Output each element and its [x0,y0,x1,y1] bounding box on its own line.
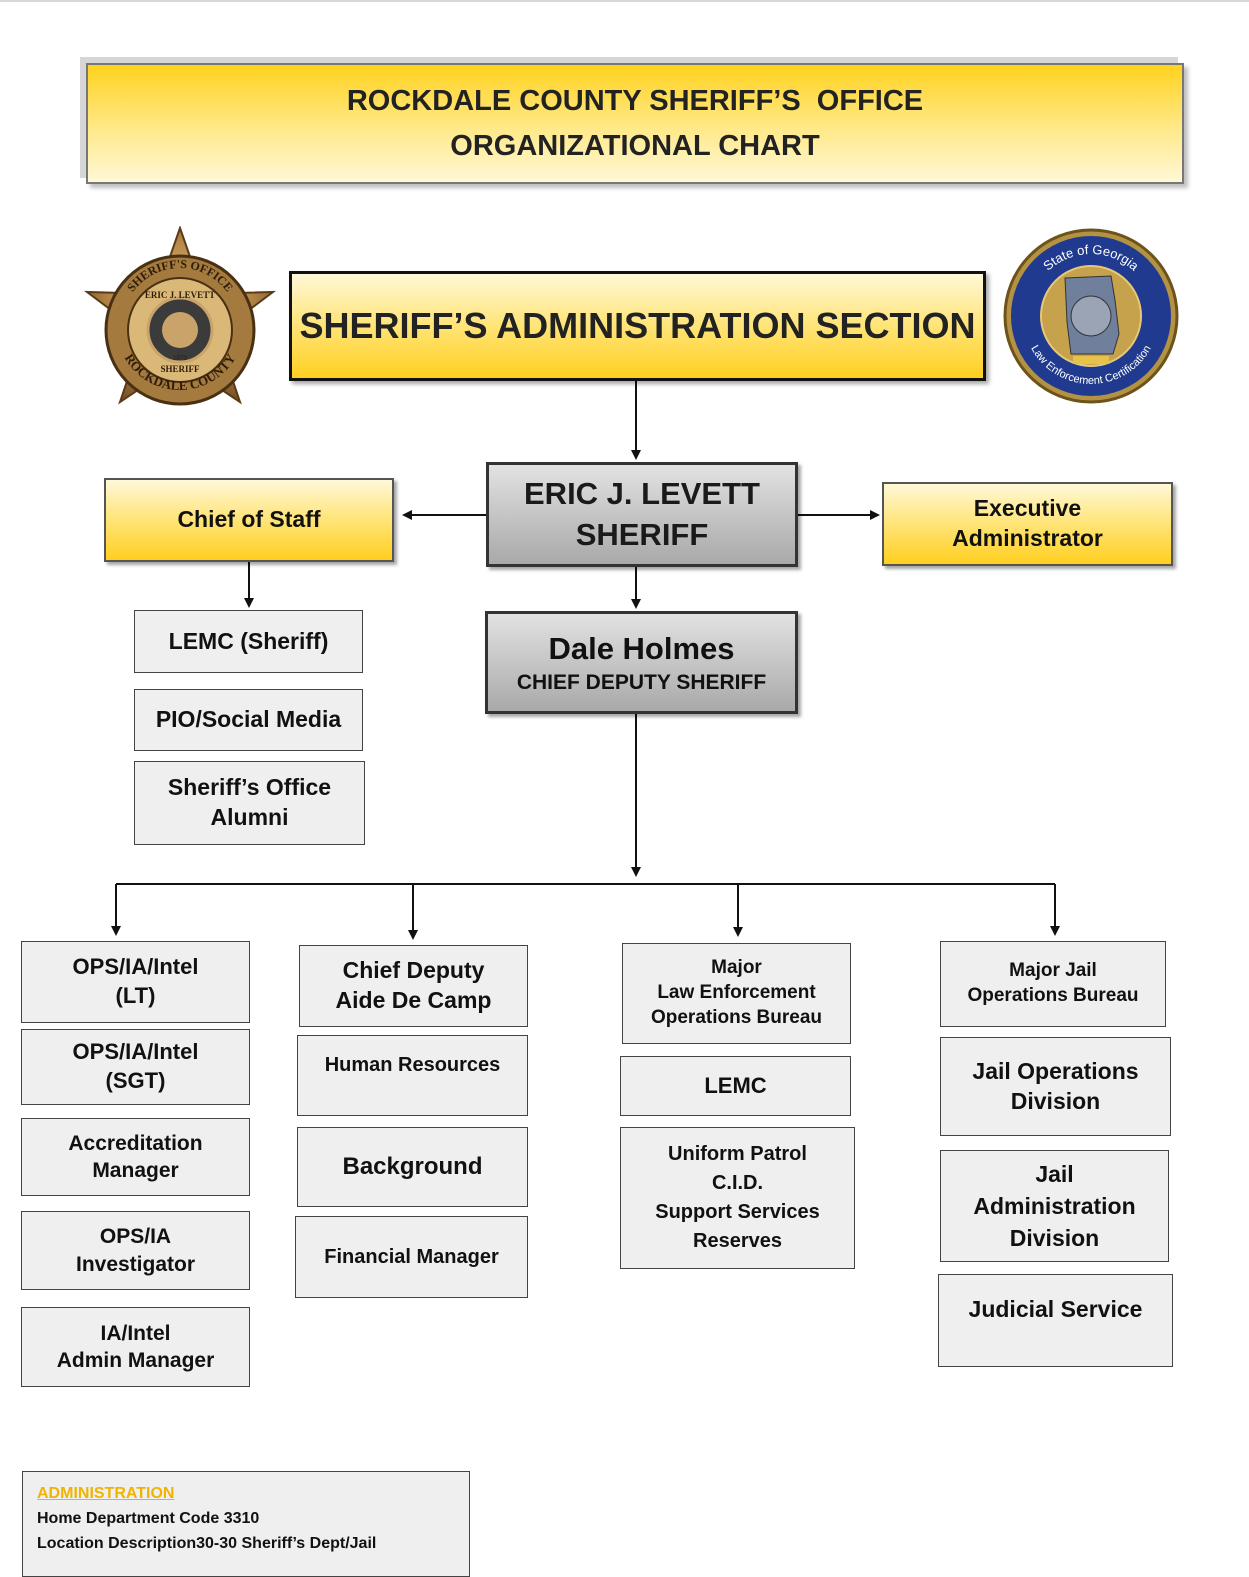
chief-deputy-title: CHIEF DEPUTY SHERIFF [516,671,767,694]
aide-line1: Chief Deputy [342,957,485,984]
executive-admin-box: Executive Administrator [882,482,1173,566]
chart-title-line2: ORGANIZATIONAL CHART [450,129,820,162]
alumni-line1: Sheriff’s Office [167,774,332,801]
svg-text:ERIC J. LEVETT: ERIC J. LEVETT [145,290,215,300]
sheriff-name: ERIC J. LEVETT [524,476,760,512]
department-heading: ADMINISTRATION [37,1485,175,1502]
ops-ia-intel-lt-line2: (LT) [115,983,156,1008]
background-box: Background [297,1127,528,1207]
department-code: Home Department Code 3310 [37,1509,260,1527]
lemc-label: LEMC [704,1072,767,1098]
pio-box: PIO/Social Media [134,689,363,751]
investigator-line2: Investigator [75,1252,196,1276]
chart-title-banner: ROCKDALE COUNTY SHERIFF’S OFFICE ORGANIZ… [86,63,1184,184]
major-jail-box: Major Jail Operations Bureau [940,941,1166,1027]
financial-manager-box: Financial Manager [295,1216,528,1298]
sheriff-title: SHERIFF [575,516,709,552]
lemc-sheriff-box: LEMC (Sheriff) [134,610,363,673]
chief-deputy-name: Dale Holmes [548,630,735,666]
human-resources-label: Human Resources [324,1054,501,1076]
ops-ia-intel-lt-box: OPS/IA/Intel (LT) [21,941,250,1023]
judicial-service-label: Judicial Service [968,1296,1143,1322]
ops-ia-intel-sgt-line2: (SGT) [105,1068,166,1093]
jail-ops-line1: Jail Operations [972,1057,1139,1084]
admin-manager-line1: IA/Intel [100,1321,171,1345]
support-services-label: Support Services [655,1201,820,1223]
ops-ia-intel-sgt-box: OPS/IA/Intel (SGT) [21,1029,250,1105]
admin-manager-line2: Admin Manager [56,1349,215,1372]
sheriff-box: ERIC J. LEVETT SHERIFF [486,462,798,567]
alumni-box: Sheriff’s Office Alumni [134,761,365,845]
chief-deputy-box: Dale Holmes CHIEF DEPUTY SHERIFF [485,611,798,714]
lemc-box: LEMC [620,1056,851,1116]
top-divider [0,0,1249,2]
chief-of-staff-box: Chief of Staff [104,478,394,562]
svg-text:1870: 1870 [173,354,188,362]
admin-section-box: SHERIFF’S ADMINISTRATION SECTION [289,271,986,381]
chief-of-staff-label: Chief of Staff [177,506,321,533]
aide-line2: Aide De Camp [335,987,492,1013]
aide-de-camp-box: Chief Deputy Aide De Camp [299,945,528,1027]
jail-admin-line2: Administration [973,1192,1136,1219]
svg-text:SHERIFF: SHERIFF [160,364,200,374]
executive-admin-line2: Administrator [952,525,1103,551]
jail-admin-line3: Division [1009,1225,1100,1252]
department-info-box: ADMINISTRATION Home Department Code 3310… [22,1471,470,1577]
jail-admin-line1: Jail [1035,1160,1074,1187]
major-le-line2: Law Enforcement [657,982,816,1004]
major-jail-line1: Major Jail [1009,960,1097,982]
location-description: Location Description30-30 Sheriff’s Dept… [37,1534,377,1552]
chart-title-line1: ROCKDALE COUNTY SHERIFF’S OFFICE [346,84,924,117]
sheriff-star-badge-icon: SHERIFF'S OFFICE ROCKDALE COUNTY ERIC J.… [80,224,280,426]
lemc-sheriff-label: LEMC (Sheriff) [168,627,329,654]
pio-label: PIO/Social Media [155,706,342,733]
cid-label: C.I.D. [711,1172,764,1194]
ops-ia-intel-sgt-line1: OPS/IA/Intel [72,1039,199,1065]
ia-intel-admin-manager-box: IA/Intel Admin Manager [21,1307,250,1387]
jail-administration-box: Jail Administration Division [940,1150,1169,1262]
human-resources-box: Human Resources [297,1035,528,1116]
accreditation-line2: Manager [92,1159,179,1182]
financial-manager-label: Financial Manager [324,1246,499,1268]
major-le-line1: Major [711,957,762,979]
ops-ia-intel-lt-line1: OPS/IA/Intel [72,954,199,980]
executive-admin-line1: Executive [973,495,1082,522]
patrol-units-box: Uniform Patrol C.I.D. Support Services R… [620,1127,855,1269]
major-jail-line2: Operations Bureau [967,985,1139,1006]
reserves-label: Reserves [693,1230,782,1252]
jail-ops-line2: Division [1010,1087,1101,1114]
judicial-service-box: Judicial Service [938,1274,1173,1367]
georgia-certification-seal-icon: State of Georgia Law Enforcement Certifi… [1001,226,1181,406]
investigator-line1: OPS/IA [99,1225,172,1249]
accreditation-line1: Accreditation [68,1131,203,1155]
major-law-enforcement-box: Major Law Enforcement Operations Bureau [622,943,851,1044]
major-le-line3: Operations Bureau [650,1006,823,1028]
admin-section-label: SHERIFF’S ADMINISTRATION SECTION [299,304,976,346]
alumni-line2: Alumni [210,804,289,830]
accreditation-manager-box: Accreditation Manager [21,1118,250,1196]
background-label: Background [342,1153,483,1181]
jail-operations-box: Jail Operations Division [940,1037,1171,1136]
uniform-patrol-label: Uniform Patrol [668,1143,807,1165]
ops-ia-investigator-box: OPS/IA Investigator [21,1211,250,1290]
